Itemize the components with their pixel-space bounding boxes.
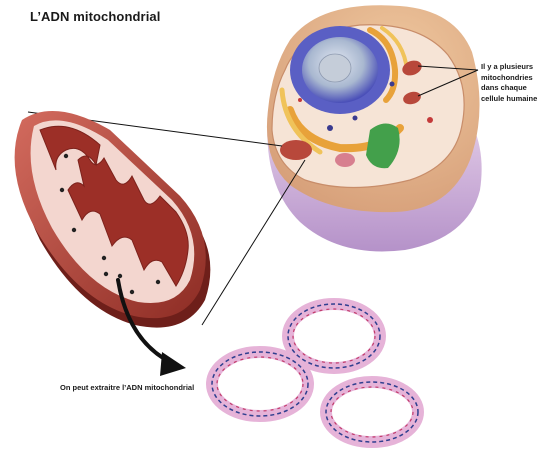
mitochondrion-small-2 (402, 60, 422, 76)
mito-dna-dot-4 (101, 255, 107, 261)
zoom-line-bottom (201, 159, 306, 326)
mitochondria-callout: Il y a plusieurs mitochondries dans chaq… (481, 62, 559, 104)
callout-line-text-1: Il y a plusieurs (481, 62, 534, 71)
green-organelle (366, 123, 400, 169)
callout-line-1 (417, 65, 479, 71)
diagram-title: L’ADN mitochondrial (30, 9, 161, 24)
er-band-2 (279, 87, 323, 155)
dna-ring-3-strand-b (330, 386, 414, 438)
curved-arrow (116, 278, 186, 376)
arrow-head (160, 352, 186, 376)
dna-ring-1 (282, 298, 386, 374)
vesicle-2 (352, 115, 358, 121)
mito-dna-dot-2 (59, 187, 65, 193)
dna-rings (206, 298, 424, 448)
golgi (367, 27, 399, 103)
callout-line-text-3: dans chaque (481, 83, 527, 92)
mitochondrion-small-1 (280, 140, 312, 160)
dna-ring-2-strand-a (211, 351, 309, 417)
mitochondrion-illustration (14, 111, 211, 328)
mitochondrion-small-4 (335, 153, 355, 167)
dna-ring-2 (206, 346, 314, 422)
vesicle-1 (327, 125, 333, 131)
mito-dna-dot-1 (63, 153, 69, 159)
mito-dna-dot-6 (129, 289, 135, 295)
nucleolus (318, 53, 352, 83)
arrow-body (116, 278, 172, 364)
dna-ring-3-strand-a (325, 381, 419, 443)
mitochondrion-small-3 (403, 91, 421, 105)
dna-ring-1-strand-a (287, 303, 381, 369)
cell-illustration (266, 5, 482, 252)
mito-dna-dot-7 (155, 279, 161, 285)
dna-ring-3 (320, 376, 424, 448)
callout-line-text-2: mitochondries (481, 72, 533, 82)
callout-line-text-4: cellule humaine (481, 93, 538, 103)
mito-dna-dot-3 (71, 227, 77, 233)
mito-dna-dot-5 (117, 273, 123, 279)
extraction-label: On peut extraitre l’ADN mitochondrial (60, 383, 195, 392)
mito-dna-dot-8 (103, 271, 109, 277)
dna-ring-2-strand-b (216, 356, 304, 412)
callout-lines (417, 65, 479, 97)
vesicle-3 (389, 81, 395, 87)
vesicle-5 (298, 98, 302, 102)
vesicle-4 (427, 117, 433, 123)
callout-line-2 (417, 69, 479, 97)
mito-cristae (39, 125, 189, 287)
dna-ring-1-strand-b (292, 308, 376, 364)
